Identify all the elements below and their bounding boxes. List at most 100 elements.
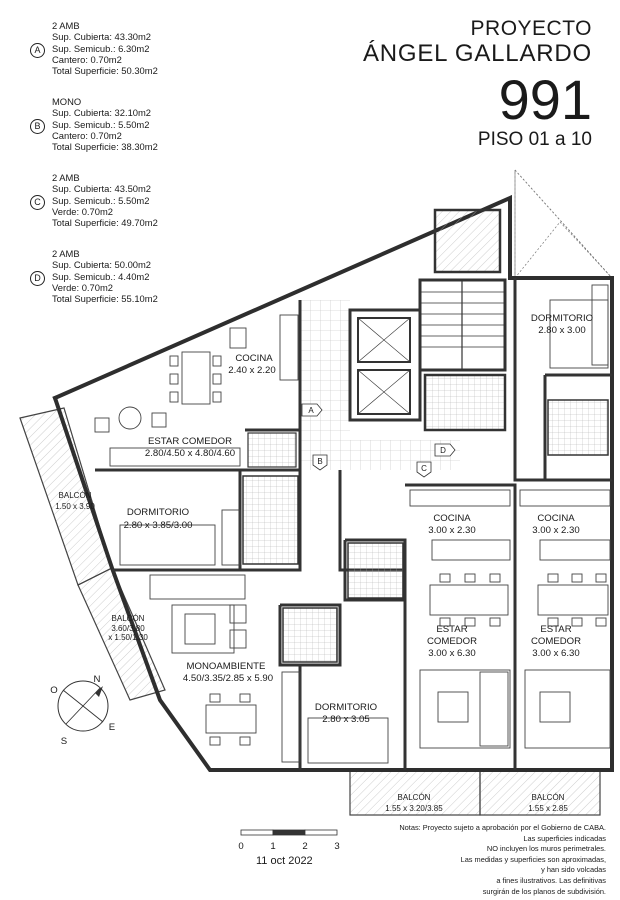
title-block: PROYECTO ÁNGEL GALLARDO 991 PISO 01 a 10: [363, 18, 592, 151]
unit-d-line: Sup. Semicub.: 4.40m2: [52, 270, 150, 282]
unit-c-type: 2 AMB: [52, 172, 80, 183]
bathroom-c: [347, 542, 404, 599]
unit-b-info: B MONO Sup. Cubierta: 32.10m2 Sup. Semic…: [30, 96, 230, 160]
project-label: PROYECTO: [470, 17, 592, 40]
dims-dormitorio-c: 2.80 x 3.05: [322, 714, 369, 725]
note-line: surgirán de los planos de subdivisión.: [482, 886, 606, 896]
label-estar-c: ESTAR: [436, 624, 467, 635]
entry-marker-b: B: [312, 454, 328, 471]
dims-balcon-c: 1.55 x 3.20/3.85: [385, 804, 443, 813]
dims-estar-d: 3.00 x 6.30: [532, 648, 579, 659]
unit-b-line: Total Superficie: 38.30m2: [52, 141, 158, 153]
note-line: y han sido volcadas: [541, 865, 606, 875]
label-dormitorio-d: DORMITORIO: [531, 313, 593, 324]
unit-d-marker: D: [30, 271, 45, 286]
label-balcon-b: BALCÓN: [112, 614, 145, 623]
label-dormitorio-a: DORMITORIO: [127, 507, 189, 518]
common-hallway: [300, 300, 460, 470]
scale-tick-2: 2: [302, 841, 307, 852]
notes-block: Notas: Proyecto sujeto a aprobación por …: [346, 823, 606, 897]
unit-a-line: Total Superficie: 50.30m2: [52, 65, 158, 77]
street-number: 991: [498, 68, 592, 131]
stair-core: [348, 208, 507, 432]
label-monoambiente-b: MONOAMBIENTE: [187, 661, 266, 672]
unit-b-marker: B: [30, 119, 45, 134]
dims-cocina-a: 2.40 x 2.20: [228, 365, 275, 376]
elevator-2: [357, 369, 411, 415]
dining-table-c: [429, 584, 509, 616]
label-balcon-c: BALCÓN: [398, 793, 431, 802]
dims-cocina-c: 3.00 x 2.30: [428, 525, 475, 536]
dims-monoambiente-b: 4.50/3.35/2.85 x 5.90: [183, 673, 273, 684]
dims-balcon-a: 1.50 x 3.90: [55, 502, 95, 511]
round-table-a: [118, 406, 142, 430]
label-balcon-d: BALCÓN: [532, 793, 565, 802]
unit-d-info: D 2 AMB Sup. Cubierta: 50.00m2 Sup. Semi…: [30, 248, 230, 312]
scale-tick-1: 1: [270, 841, 275, 852]
unit-c-line: Verde: 0.70m2: [52, 205, 113, 217]
balcony-b: [77, 567, 166, 701]
exterior-walls: [52, 194, 614, 772]
note-line: a fines ilustrativos. Las definitivas: [496, 875, 606, 885]
unit-c-line: Sup. Semicub.: 5.50m2: [52, 194, 150, 206]
label-estar-comedor-a: ESTAR COMEDOR: [148, 436, 232, 447]
furniture-unit-d: [519, 284, 611, 749]
bathroom-d: [547, 399, 609, 456]
scale-tick-3: 3: [334, 841, 339, 852]
compass-south: S: [61, 736, 67, 747]
unit-c-line: Sup. Cubierta: 43.50m2: [52, 183, 152, 195]
label-estar-d: ESTAR: [540, 624, 571, 635]
label-comedor-d: COMEDOR: [531, 636, 581, 647]
unit-a-line: Sup. Cubierta: 43.30m2: [52, 31, 152, 43]
unit-c-line: Total Superficie: 49.70m2: [52, 217, 158, 229]
furniture-unit-c: [409, 489, 511, 749]
note-line: NO incluyen los muros perimetrales.: [486, 844, 606, 854]
entry-label-d: D: [440, 446, 446, 455]
dims-estar-c: 3.00 x 6.30: [428, 648, 475, 659]
label-cocina-d: COCINA: [537, 513, 575, 524]
unit-d-line: Total Superficie: 55.10m2: [52, 293, 158, 305]
open-void-area: [514, 168, 613, 279]
label-cocina-c: COCINA: [433, 513, 471, 524]
scale-bar: 0 1 2 3: [238, 829, 340, 852]
dims-cocina-d: 3.00 x 2.30: [532, 525, 579, 536]
unit-d-line: Sup. Cubierta: 50.00m2: [52, 259, 152, 271]
dining-table-b: [205, 704, 257, 734]
unit-a-marker: A: [30, 43, 45, 58]
unit-b-line: Sup. Semicub.: 5.50m2: [52, 118, 150, 130]
dining-table-a: [181, 351, 211, 405]
compass-rose: N S E O: [50, 674, 115, 747]
entry-marker-c: C: [416, 461, 432, 478]
compass-west: O: [50, 685, 57, 696]
entry-label-b: B: [317, 457, 322, 466]
balcony-d: [479, 769, 601, 816]
unit-c-info: C 2 AMB Sup. Cubierta: 43.50m2 Sup. Semi…: [30, 172, 230, 236]
dims-dormitorio-d: 2.80 x 3.00: [538, 325, 585, 336]
dims-balcon-b-1: 3.60/3.80: [111, 624, 145, 633]
project-name: ÁNGEL GALLARDO: [362, 40, 592, 67]
note-line: Las superficies indicadas: [523, 833, 606, 843]
dims-estar-comedor-a: 2.80/4.50 x 4.80/4.60: [145, 448, 235, 459]
label-cocina-a: COCINA: [235, 353, 273, 364]
dims-balcon-d: 1.55 x 2.85: [528, 804, 568, 813]
entry-marker-a: A: [301, 403, 323, 417]
unit-a-type: 2 AMB: [52, 20, 80, 31]
label-balcon-a: BALCÓN: [59, 491, 92, 500]
unit-b-type: MONO: [52, 96, 82, 107]
compass-north: N: [94, 674, 101, 685]
dining-table-d: [537, 584, 609, 616]
furniture-unit-a: [94, 314, 299, 566]
unit-d-type: 2 AMB: [52, 248, 80, 259]
entry-marker-d: D: [434, 443, 456, 457]
bathroom-a: [242, 475, 299, 565]
note-line: Notas: Proyecto sujeto a aprobación por …: [399, 823, 606, 832]
unit-a-line: Cantero: 0.70m2: [52, 53, 122, 65]
dims-balcon-b-2: x 1.50/1.30: [108, 633, 148, 642]
entry-label-a: A: [308, 406, 314, 415]
label-dormitorio-c: DORMITORIO: [315, 702, 377, 713]
unit-b-line: Cantero: 0.70m2: [52, 129, 122, 141]
dims-dormitorio-a: 2.80 x 3.85/3.00: [124, 520, 193, 531]
label-comedor-c: COMEDOR: [427, 636, 477, 647]
elevator-1: [357, 317, 411, 363]
